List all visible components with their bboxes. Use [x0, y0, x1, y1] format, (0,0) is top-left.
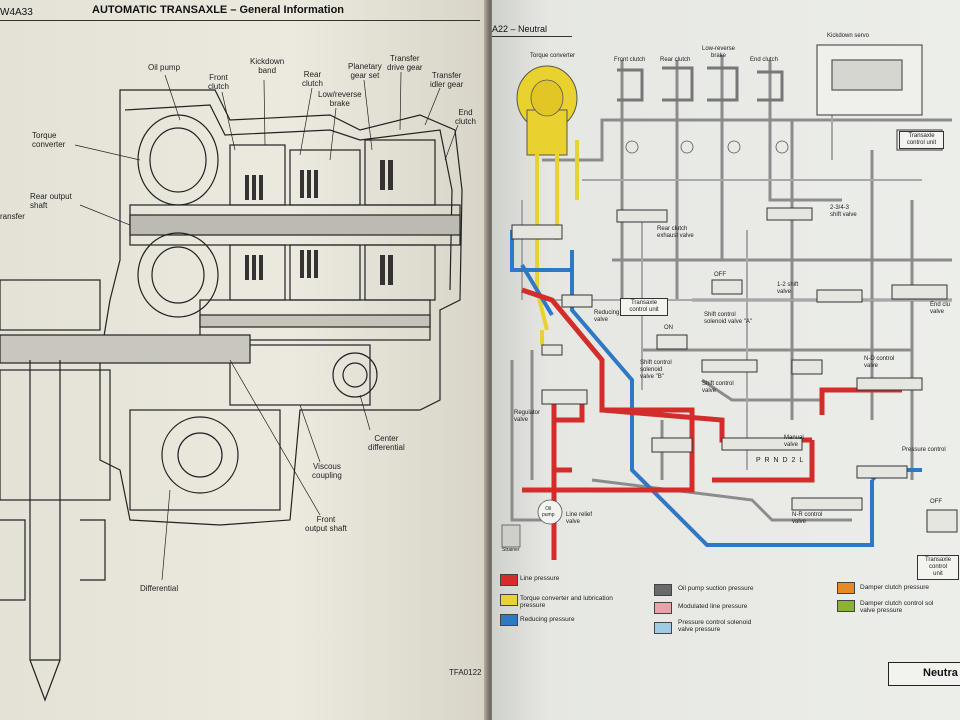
label-end-clutch-valve: End clu valve — [930, 302, 951, 315]
bottom-section-tab: Neutra — [888, 662, 960, 686]
right-header-rule — [492, 36, 572, 37]
callout-oil-pump: Oil pump — [148, 63, 181, 72]
page-header-title: AUTOMATIC TRANSAXLE – General Informatio… — [92, 4, 344, 16]
label-nd-control-valve: N-D control valve — [864, 356, 895, 369]
label-transaxle-control-unit-bottom: Transaxle control unit — [917, 555, 959, 580]
header-rule — [0, 20, 480, 21]
right-page: A22 – Neutral — [492, 0, 960, 720]
label-shift-control-solenoid-a: Shift control solenoid valve "A" — [704, 312, 752, 325]
callout-front-clutch: Front clutch — [208, 73, 229, 91]
label-kickdown-servo: Kickdown servo — [827, 33, 870, 39]
model-code: W4A33 — [0, 7, 33, 18]
label-rear-clutch: Rear clutch — [660, 57, 691, 63]
hydraulic-circuit-diagram — [501, 44, 958, 560]
label-reducing-valve: Reducing valve — [594, 310, 620, 323]
label-manual-valve: Manual valve — [784, 435, 804, 448]
legend-swatch-damper-clutch — [837, 582, 855, 594]
label-prnd2l: P R N D 2 L — [756, 457, 805, 464]
legend-label-torque-converter: Torque converter and lubrication pressur… — [520, 595, 613, 609]
label-off-top: OFF — [714, 272, 726, 278]
label-pressure-control: Pressure control — [902, 447, 946, 453]
bottom-tab-label: Neutra — [923, 667, 958, 679]
callout-differential: Differential — [140, 584, 179, 593]
label-end-clutch: End clutch — [750, 57, 779, 63]
legend-swatch-torque-converter — [500, 594, 518, 606]
legend-swatch-line-pressure — [500, 574, 518, 586]
label-off-bottom: OFF — [930, 499, 942, 505]
callout-transfer: ransfer — [0, 212, 25, 221]
legend-label-pressure-control-solenoid: Pressure control solenoid valve pressure — [678, 619, 752, 633]
transaxle-cross-section — [0, 71, 463, 702]
label-oil-pump: Oil pump — [542, 506, 555, 518]
legend-label-oil-pump-suction: Oil pump suction pressure — [678, 585, 754, 592]
label-low-reverse-brake: Low-reverse brake — [702, 46, 736, 59]
callout-rear-output-shaft: Rear output shaft — [30, 192, 72, 210]
right-header-code: A22 — [492, 24, 509, 34]
label-front-clutch: Front clutch — [614, 57, 646, 63]
legend-swatch-pressure-control-solenoid — [654, 622, 672, 634]
header-sep: – — [227, 4, 240, 16]
legend-label-line-pressure: Line pressure — [520, 575, 560, 582]
legend-swatch-modulated-line — [654, 602, 672, 614]
callout-low-reverse-brake: Low/reverse brake — [318, 90, 362, 108]
right-header: A22 – Neutral — [492, 24, 548, 34]
label-shift-valve-1-2: 1-2 shift valve — [777, 282, 799, 295]
label-transaxle-control-unit-mid: Transaxle control unit — [620, 298, 668, 316]
torque-converter-shape — [516, 65, 578, 156]
legend-swatch-reducing-pressure — [500, 614, 518, 626]
label-torque-converter: Torque converter — [530, 53, 576, 59]
label-strainer: Strainer — [502, 547, 520, 553]
header-subtitle: General Information — [239, 4, 345, 16]
legend-label-damper-clutch: Damper clutch pressure — [860, 584, 929, 591]
label-shift-control-solenoid-b: Shift control solenoid valve "B" — [640, 360, 672, 380]
callout-center-differential: Center differential — [368, 434, 405, 452]
legend-swatch-oil-pump-suction — [654, 584, 672, 596]
callout-end-clutch: End clutch — [455, 108, 476, 126]
callout-planetary-gear-set: Planetary gear set — [348, 62, 382, 80]
label-transaxle-control-unit-top: Transaxle control unit — [899, 131, 944, 149]
callout-viscous-coupling: Viscous coupling — [312, 462, 342, 480]
callout-transfer-idler-gear: Transfer idler gear — [430, 71, 464, 89]
label-shift-valve-234-3: 2-3/4-3 shift valve — [830, 205, 857, 218]
right-header-title: Neutral — [518, 24, 548, 34]
legend-swatch-damper-clutch-control — [837, 600, 855, 612]
label-on: ON — [664, 325, 673, 331]
callout-rear-clutch: Rear clutch — [302, 70, 323, 88]
callout-transfer-drive-gear: Transfer drive gear — [387, 54, 423, 72]
callout-kickdown-band: Kickdown band — [250, 57, 285, 75]
header-title: AUTOMATIC TRANSAXLE — [92, 4, 228, 16]
label-rear-clutch-exhaust-valve: Rear clutch exhaust valve — [657, 226, 694, 239]
left-page: W4A33 AUTOMATIC TRANSAXLE – General Info… — [0, 0, 488, 720]
legend-label-modulated-line: Modulated line pressure — [678, 603, 748, 610]
legend-label-reducing-pressure: Reducing pressure — [520, 616, 575, 623]
label-nr-control-valve: N-R control valve — [792, 512, 823, 525]
label-line-relief-valve: Line relief valve — [566, 512, 593, 525]
label-shift-control-valve: Shift control valve — [702, 381, 734, 394]
callout-torque-converter: Torque converter — [32, 131, 66, 149]
label-regulator-valve: Regulator valve — [514, 410, 541, 423]
legend-label-damper-clutch-control: Damper clutch control sol valve pressure — [860, 600, 934, 614]
figure-code: TFA0122 — [449, 668, 482, 677]
callout-front-output-shaft: Front output shaft — [305, 515, 347, 533]
